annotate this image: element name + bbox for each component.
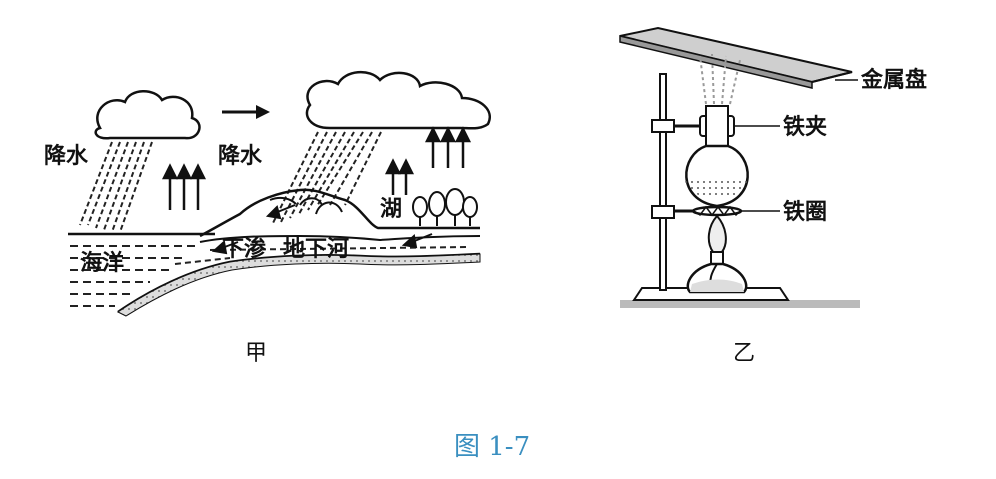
label-rain-middle: 降水 [218,144,263,169]
transpiration-arrows-icon [427,129,469,168]
label-rain-left: 降水 [44,144,89,169]
label-underground-river: 地下河 [283,237,349,262]
round-flask-icon [684,106,750,206]
evaporation-arrows-ocean-icon [164,166,204,210]
label-iron-clamp: 铁夹 [783,114,827,140]
evaporation-arrows-lake-icon [387,161,412,195]
distillation-apparatus: 金属盘 铁夹 铁圈 乙 [620,28,927,366]
label-lake: 湖 [380,197,402,222]
figure-caption: 图 1-7 [454,432,530,462]
iron-ring-icon [652,206,741,218]
label-metal-plate: 金属盘 [860,67,927,93]
caption-right: 乙 [733,341,755,366]
wind-arrow-icon [222,105,270,119]
water-cycle-diagram: 降水 降水 海洋 下渗 地下河 湖 甲 [44,72,490,366]
flame-icon [709,216,726,255]
label-ocean: 海洋 [80,250,124,276]
alcohol-lamp-icon [688,252,746,292]
trees-icon [413,189,477,226]
label-seepage: 下渗 [222,236,267,262]
bedrock-hatch [118,254,480,316]
cloud-right-icon [307,72,490,128]
stand-rod-icon [660,74,666,290]
rain-left [80,142,152,232]
cloud-left-icon [96,91,200,138]
label-iron-ring: 铁圈 [783,199,827,225]
caption-left: 甲 [245,341,267,366]
rain-middle [272,132,381,225]
